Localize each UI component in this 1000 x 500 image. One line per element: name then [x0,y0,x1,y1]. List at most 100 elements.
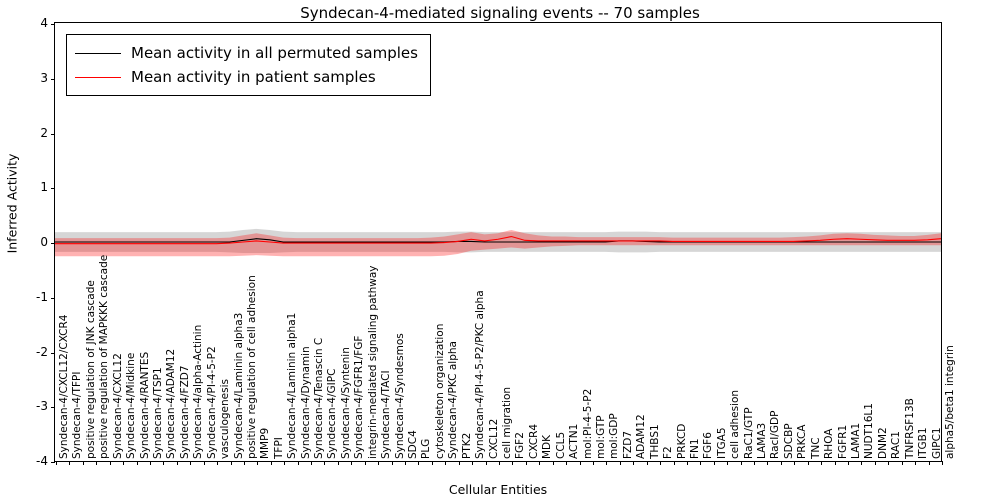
x-tick-label: Syndecan-4/Laminin alpha1 [286,312,299,459]
x-tick-label: Syndecan-4/CXCL12 [111,353,124,459]
x-tick-mark [686,461,688,465]
x-tick-label: Syndecan-4/Syndesmos [393,333,406,459]
x-tick-mark [780,461,782,465]
x-tick-label: cell adhesion [729,389,742,459]
x-tick-mark [458,461,460,465]
x-tick-label: TNC [809,437,822,459]
x-tick-mark [176,461,178,465]
series-band-patient [55,229,941,257]
x-tick-label: PRKCA [796,424,809,459]
x-tick-label: Syndecan-4/ADAM12 [165,348,178,459]
x-tick-label: mol:GDP [608,413,621,459]
x-tick-label: FN1 [688,438,701,459]
x-tick-label: LAMA1 [850,422,863,459]
x-tick-mark [848,461,850,465]
x-tick-label: FGF2 [514,432,527,459]
x-tick-mark [149,461,151,465]
x-tick-mark [874,461,876,465]
x-tick-label: RAC1 [890,431,903,459]
x-tick-mark [203,461,205,465]
x-tick-mark [136,461,138,465]
x-tick-label: cell migration [501,386,513,459]
x-tick-label: FGF6 [702,432,715,459]
x-tick-label: SDCBP [782,423,795,459]
legend-item: Mean activity in patient samples [75,65,418,89]
x-tick-label: Syndecan-4/GIPC [326,368,339,459]
x-tick-mark [445,461,447,465]
x-tick-mark [579,461,581,465]
x-tick-label: THBS1 [648,424,661,459]
x-tick-label: Syndecan-4/RANTES [138,351,151,459]
y-tick-mark [51,78,55,80]
x-tick-label: TNFRSF13B [903,398,916,459]
x-tick-mark [633,461,635,465]
x-tick-mark [740,461,742,465]
series-band-permuted [55,228,941,253]
x-tick-mark [915,461,917,465]
x-tick-mark [901,461,903,465]
x-tick-label: Syndecan-4/TSP1 [151,367,164,459]
x-tick-mark [713,461,715,465]
x-tick-mark [324,461,326,465]
x-tick-mark [391,461,393,465]
x-tick-mark [56,461,57,465]
x-tick-label: Syndecan-4/FZD7 [178,365,191,459]
y-tick-label: 3 [40,70,48,85]
x-tick-mark [96,461,98,465]
x-tick-mark [69,461,71,465]
x-tick-mark [821,461,823,465]
x-tick-mark [566,461,568,465]
x-tick-label: positive regulation of JNK cascade [84,280,97,459]
x-tick-label: Syndecan-4/TFPI [71,371,84,459]
x-tick-label: ITGA5 [715,427,728,459]
x-tick-label: Syndecan-4/Dynamin [299,346,312,459]
x-tick-mark [364,461,366,465]
y-tick-mark [51,352,55,354]
x-tick-label: MDK [541,434,554,459]
x-tick-mark [888,461,890,465]
x-tick-mark [270,461,272,465]
x-tick-label: FZD7 [621,431,634,459]
x-tick-mark [472,461,474,465]
x-tick-mark [512,461,514,465]
x-tick-mark [243,461,245,465]
series-line-patient [55,237,941,244]
x-tick-mark [807,461,809,465]
x-tick-mark [619,461,621,465]
x-tick-mark [431,461,433,465]
y-tick-mark [51,462,55,463]
x-tick-mark [217,461,219,465]
x-tick-mark [163,461,165,465]
x-tick-mark [794,461,796,465]
plot-canvas [55,23,941,461]
x-tick-label: Syndecan-4/CXCL12/CXCR4 [58,314,70,459]
x-tick-label: vasculogenesis [219,379,232,459]
plot-area [51,22,943,465]
x-tick-mark [284,461,286,465]
x-tick-mark [646,461,648,465]
x-tick-mark [257,461,259,465]
x-tick-mark [499,461,500,465]
x-tick-mark [485,461,487,465]
x-tick-label: Syndecan-4/PI-4-5-P2/PKC alpha [474,290,487,459]
x-tick-label: Syndecan-4/alpha-Actinin [192,324,205,459]
x-tick-mark [834,461,836,465]
x-tick-mark [942,461,943,465]
x-tick-label: cytoskeleton organization [433,323,446,459]
x-tick-mark [700,461,702,465]
x-tick-label: integrin-mediated signaling pathway [366,265,379,459]
y-tick-label: -2 [36,344,48,359]
x-tick-label: Syndecan-4/FGFR1/FGF [353,335,366,459]
x-tick-mark [525,461,527,465]
x-tick-mark [928,461,930,465]
x-tick-mark [190,461,192,465]
x-tick-label: PTK2 [460,432,473,459]
x-tick-label: Syndecan-4/Midkine [125,352,138,459]
x-tick-label: CCL5 [554,431,567,459]
y-tick-label: 1 [40,180,48,195]
x-tick-mark [351,461,353,465]
x-tick-label: positive regulation of MAPKKK cascade [98,254,111,459]
x-tick-mark [82,461,84,465]
x-tick-label: Syndecan-4/TACI [380,370,393,459]
y-tick-mark [51,24,55,25]
